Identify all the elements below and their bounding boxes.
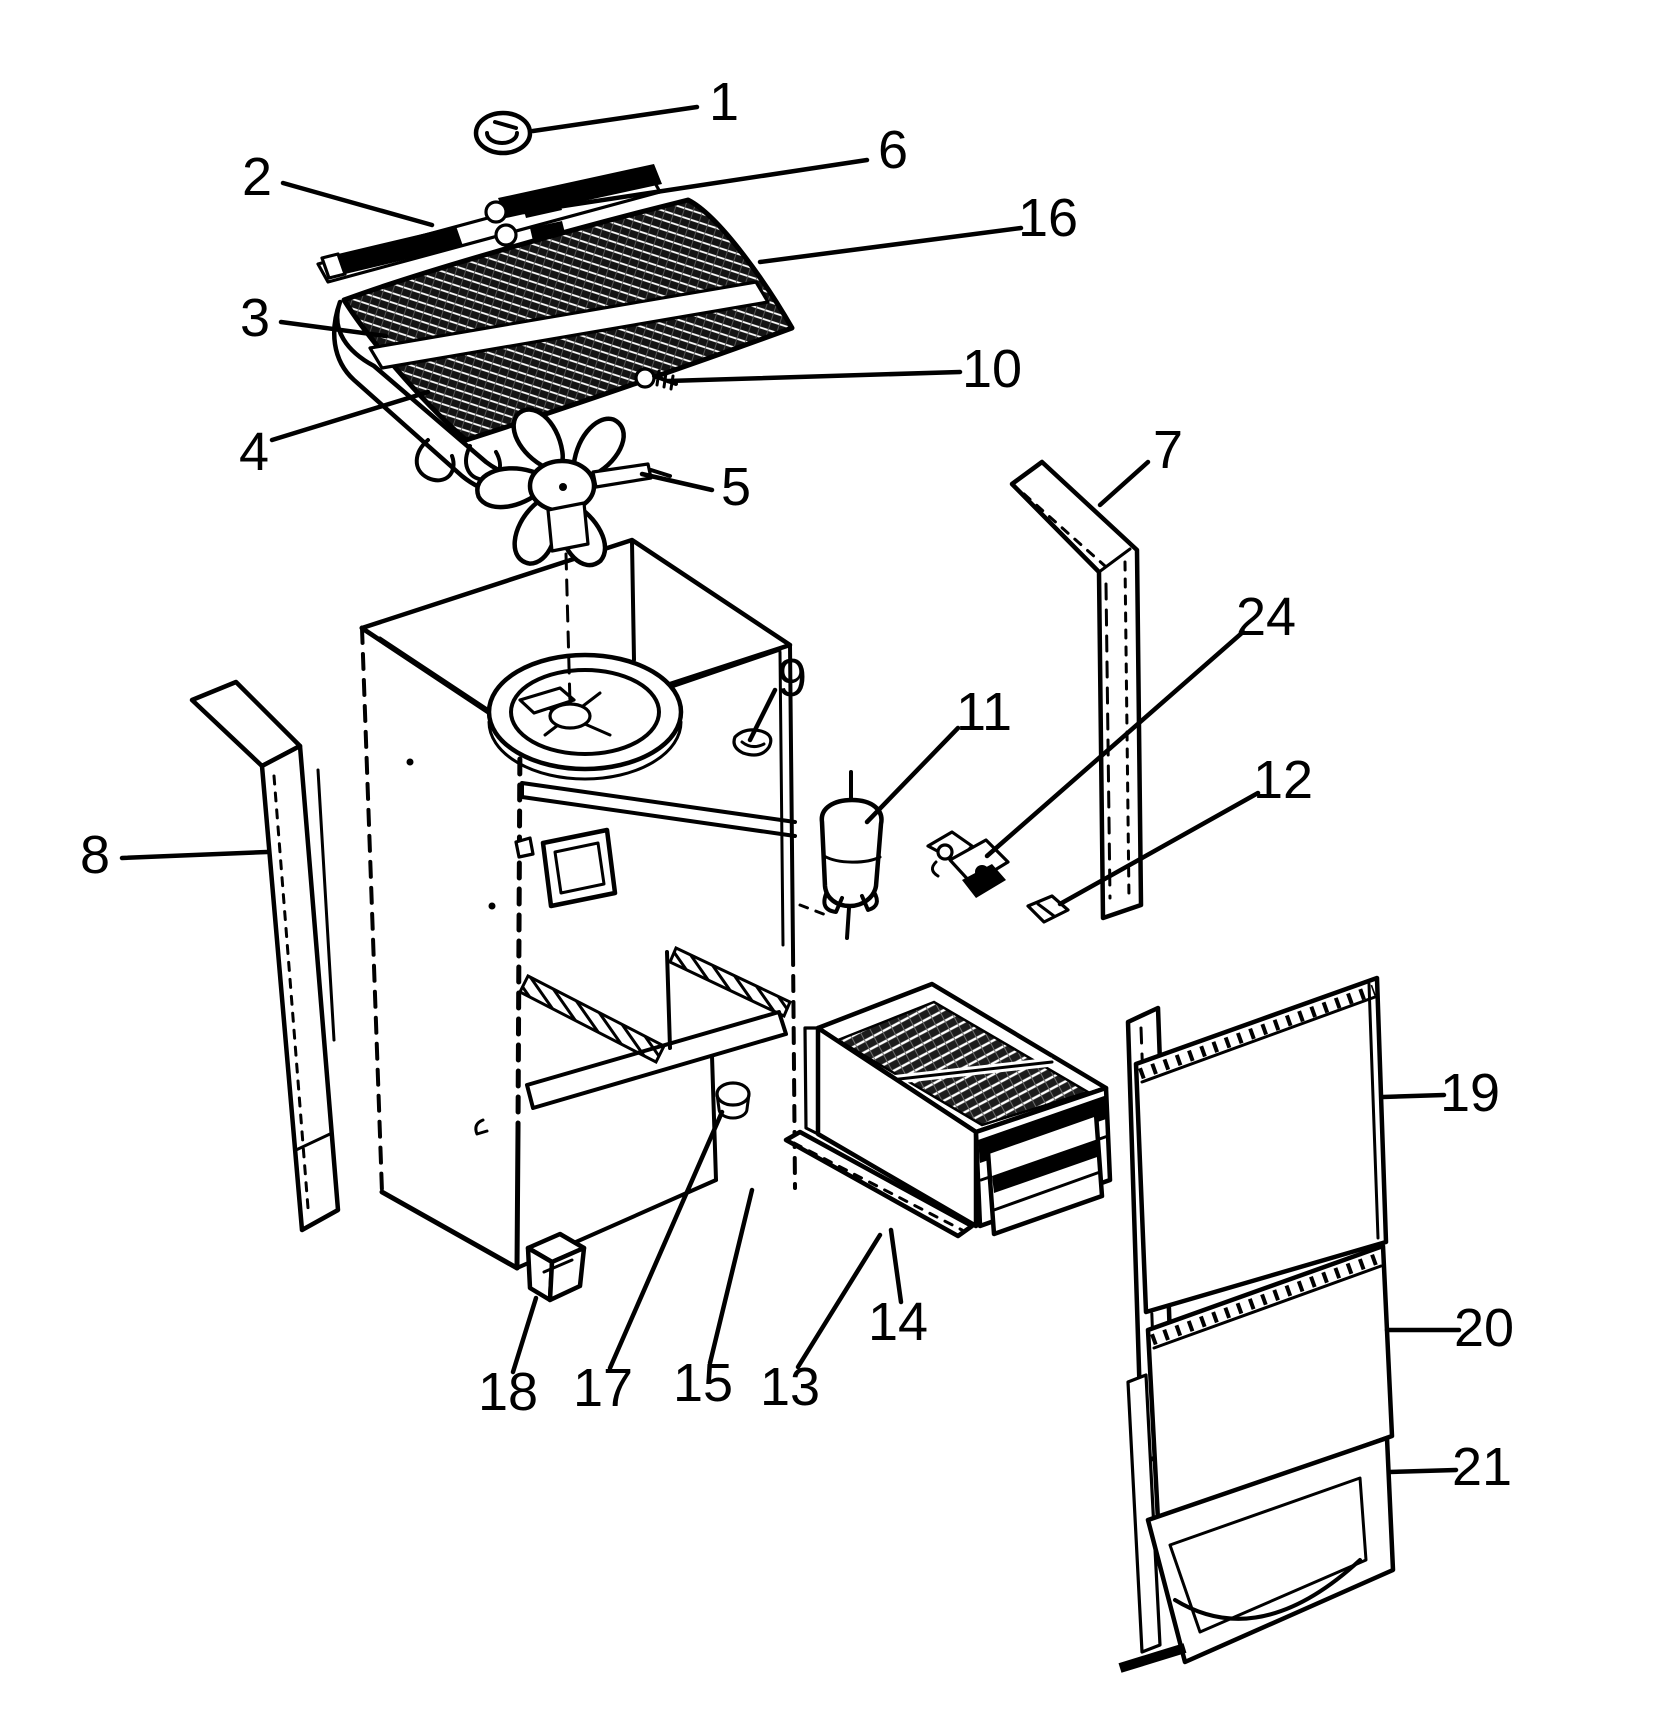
bucket-compartment	[985, 1111, 1105, 1237]
callout-8-label: 8	[80, 825, 110, 885]
door-bucket	[1118, 1373, 1396, 1673]
right-side-trim-panel	[1009, 459, 1144, 921]
callout-21-label: 21	[1452, 1437, 1512, 1497]
coil-basket	[783, 981, 1113, 1239]
callout-16: 16	[757, 188, 1078, 265]
callout-21: 21	[1386, 1437, 1512, 1497]
callout-9: 9	[747, 648, 807, 743]
callout-19: 19	[1380, 1063, 1500, 1123]
vent-lever	[732, 728, 773, 757]
callout-12-label: 12	[1253, 750, 1313, 810]
callout-4: 4	[239, 389, 431, 482]
callout-14-label: 14	[868, 1292, 928, 1352]
callout-6-label: 6	[878, 120, 908, 180]
callout-12: 12	[1057, 750, 1313, 907]
slide-rail	[783, 1129, 975, 1239]
callout-10: 10	[665, 339, 1022, 399]
callout-3: 3	[240, 288, 389, 348]
door-panel-upper	[1133, 975, 1389, 1315]
callout-18-label: 18	[478, 1362, 538, 1422]
callout-3-label: 3	[240, 288, 270, 348]
cabinet-body	[359, 537, 797, 1271]
callout-7-label: 7	[1153, 420, 1183, 480]
callouts: 1 2 3 4 5 6 7 8	[80, 72, 1514, 1497]
slider-knob-icon	[494, 223, 518, 247]
callout-18: 18	[478, 1295, 539, 1422]
top-grille	[341, 197, 795, 443]
grille-screw	[634, 367, 678, 391]
callout-19-label: 19	[1440, 1063, 1500, 1123]
callout-2-label: 2	[242, 147, 272, 207]
callout-5-label: 5	[721, 457, 751, 517]
callout-7: 7	[1097, 420, 1183, 508]
callout-10-label: 10	[962, 339, 1022, 399]
callout-20-label: 20	[1454, 1298, 1514, 1358]
callout-16-label: 16	[1018, 188, 1078, 248]
control-knob	[473, 110, 533, 156]
fan-scroll-ring	[486, 652, 684, 781]
callout-13-label: 13	[760, 1357, 820, 1417]
callout-1: 1	[530, 72, 739, 134]
drain-grommet	[715, 1081, 751, 1120]
callout-13: 13	[760, 1232, 883, 1417]
callout-8: 8	[80, 825, 270, 885]
door-panel-lower	[1145, 1243, 1395, 1523]
left-side-trim-panel	[189, 679, 341, 1233]
switch-block	[1026, 894, 1070, 924]
callout-11: 11	[864, 682, 1012, 825]
callout-17-label: 17	[573, 1358, 633, 1418]
callout-4-label: 4	[239, 422, 269, 482]
mounting-bracket	[926, 830, 1010, 898]
callout-9-label: 9	[777, 648, 807, 708]
fan-blade	[475, 407, 672, 706]
callout-1-label: 1	[709, 72, 739, 132]
callout-14: 14	[868, 1227, 928, 1352]
slider-knob-icon	[484, 200, 508, 224]
electrical-box	[514, 827, 618, 909]
callout-15: 15	[673, 1187, 755, 1413]
callout-20: 20	[1384, 1298, 1514, 1358]
callout-15-label: 15	[673, 1353, 733, 1413]
callout-11-label: 11	[956, 682, 1012, 742]
callout-6: 6	[521, 120, 908, 215]
callout-24-label: 24	[1236, 587, 1296, 647]
callout-5: 5	[639, 457, 751, 517]
callout-2: 2	[242, 147, 435, 228]
caster-foot	[525, 1231, 587, 1303]
callout-24: 24	[984, 587, 1296, 859]
fan-motor	[798, 770, 884, 940]
callout-17: 17	[573, 1109, 725, 1418]
